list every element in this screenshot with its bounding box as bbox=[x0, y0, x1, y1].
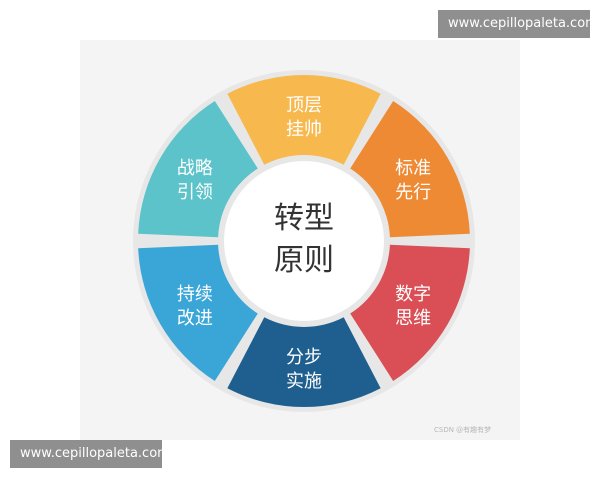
segment-1-label-line1: 顶层 bbox=[286, 95, 322, 116]
segment-6-label-line1: 战略 bbox=[177, 158, 213, 179]
segment-5-label-line2: 改进 bbox=[177, 308, 213, 329]
segment-2-label-line2: 先行 bbox=[395, 182, 431, 203]
segment-3-label-line1: 数字 bbox=[395, 284, 431, 305]
segment-4-label-line1: 分步 bbox=[286, 347, 322, 368]
segment-3-label-line2: 思维 bbox=[395, 308, 431, 329]
segment-2-label-line1: 标准 bbox=[395, 158, 431, 179]
segment-6-label-line2: 引领 bbox=[177, 182, 213, 203]
segment-6 bbox=[138, 100, 258, 238]
segment-5 bbox=[138, 244, 258, 382]
segment-1 bbox=[227, 75, 381, 165]
segment-1-label-line2: 挂帅 bbox=[286, 119, 322, 140]
segment-3 bbox=[350, 244, 470, 382]
watermark-top: www.cepillopaleta.com bbox=[438, 10, 598, 38]
segment-4 bbox=[227, 317, 381, 407]
center-title-line2: 原则 bbox=[274, 243, 334, 278]
source-credit: CSDN @有趣有梦 bbox=[434, 426, 492, 434]
center-title-line1: 转型 bbox=[274, 201, 334, 236]
segment-2 bbox=[350, 100, 470, 238]
watermark-bottom: www.cepillopaleta.com bbox=[10, 440, 170, 468]
center-circle bbox=[224, 161, 384, 321]
segment-4-label-line2: 实施 bbox=[286, 371, 322, 392]
segment-5-label-line1: 持续 bbox=[177, 284, 213, 305]
